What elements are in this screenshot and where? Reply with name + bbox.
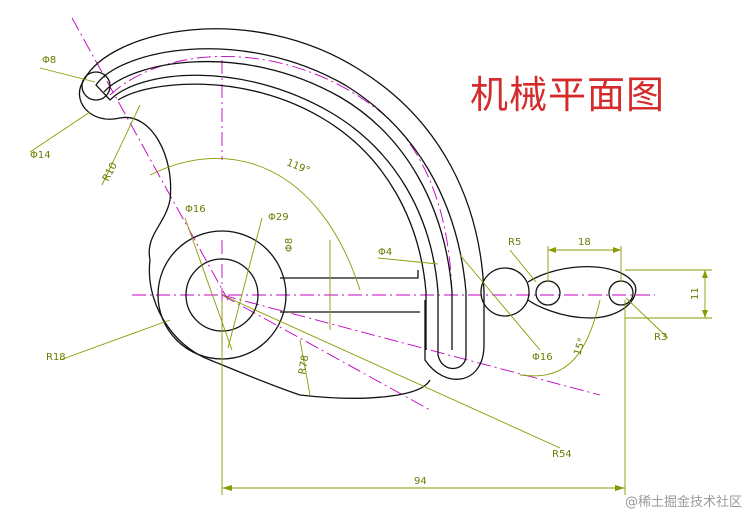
label-94: 94 — [414, 476, 427, 487]
angle-15-arc — [519, 299, 601, 377]
label-11: 11 — [690, 287, 701, 300]
d18-arrow-right — [613, 247, 621, 253]
d11-arrow-bottom — [702, 310, 708, 318]
arm-end-circle — [81, 71, 111, 101]
label-phi8-mid: Φ8 — [284, 238, 295, 252]
r10-leader — [101, 104, 141, 186]
label-r78: R78 — [297, 354, 311, 375]
label-phi16-left: Φ16 — [185, 204, 206, 215]
oval-tip-contour — [527, 265, 637, 319]
dimension-lines — [29, 67, 712, 495]
label-phi4: Φ4 — [378, 247, 392, 258]
phi16-right-leader — [459, 254, 541, 351]
r78-dimline — [299, 339, 311, 396]
left-lobe-contour — [78, 79, 431, 399]
label-r18: R18 — [46, 352, 66, 363]
phi8-top-leader — [39, 67, 96, 83]
slot-arc-centerline — [109, 56, 453, 296]
slot-inner-contour — [103, 60, 453, 350]
part-outline — [78, 28, 637, 399]
label-r10: R10 — [101, 161, 120, 184]
d18-arrow-left — [548, 247, 556, 253]
tip-hole-left — [535, 280, 561, 306]
d94-arrow-left — [222, 485, 232, 491]
phi4-leader — [377, 257, 439, 265]
label-phi16-right: Φ16 — [532, 352, 553, 363]
r3-leader — [625, 297, 669, 339]
angle-119-arc — [149, 157, 361, 291]
phi16-left-leader — [184, 217, 233, 351]
label-phi14: Φ14 — [30, 150, 51, 161]
d11-arrow-top — [702, 270, 708, 278]
label-r5: R5 — [508, 237, 521, 248]
drawing-title: 机械平面图 — [470, 73, 666, 117]
phi29-leader — [227, 217, 263, 349]
label-angle-119: 119° — [285, 158, 311, 177]
label-r54: R54 — [552, 449, 572, 460]
r54-leader — [221, 294, 561, 449]
r18-leader — [59, 319, 171, 361]
dimension-labels: Φ8 Φ14 R10 119° Φ16 Φ29 Φ8 Φ4 R5 18 11 R… — [30, 55, 701, 487]
right-knob-circle — [480, 267, 530, 317]
r5-leader — [509, 249, 537, 283]
lower-radial-centerline — [221, 294, 431, 411]
label-18: 18 — [578, 237, 591, 248]
slot-outer-contour — [95, 48, 467, 370]
oblique-centerline — [221, 294, 601, 396]
label-phi8-top: Φ8 — [42, 55, 56, 66]
d94-arrow-right — [615, 485, 625, 491]
watermark: @稀土掘金技术社区 — [624, 495, 742, 510]
arm-axis-centerline — [71, 17, 229, 301]
rib-contour — [280, 270, 420, 313]
label-angle-15: 15° — [572, 337, 588, 357]
label-phi29: Φ29 — [268, 212, 289, 223]
phi14-leader — [29, 111, 91, 153]
outer-arm-contour — [83, 28, 485, 380]
label-r3: R3 — [654, 332, 667, 343]
